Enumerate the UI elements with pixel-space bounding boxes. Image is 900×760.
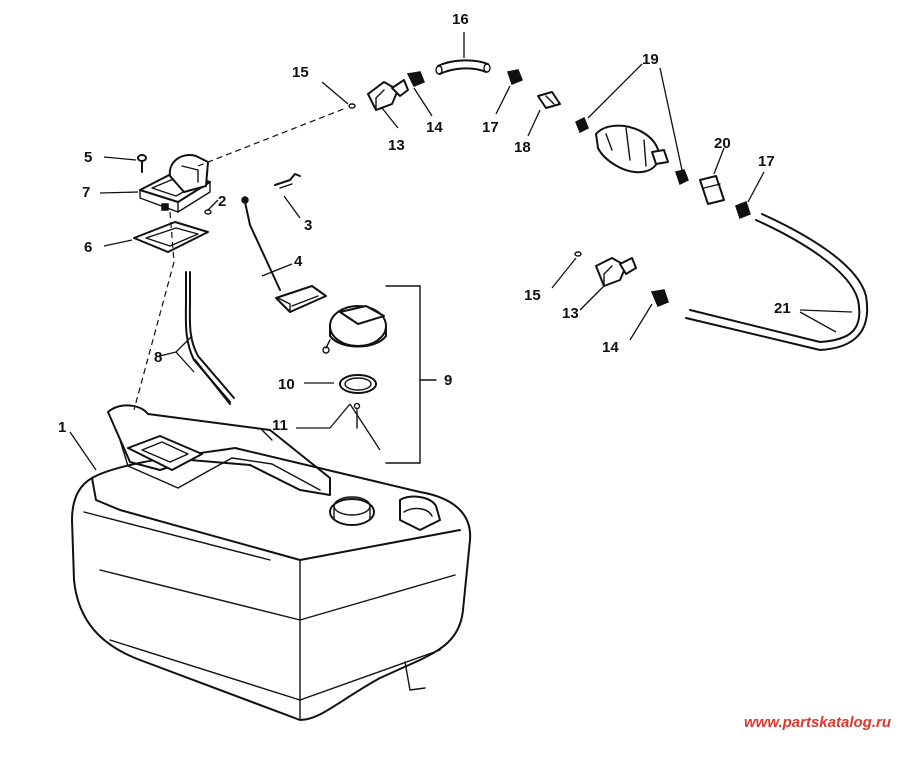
callout-8: 8 (154, 349, 162, 366)
callout-11: 11 (272, 417, 288, 434)
hose-21 (685, 213, 869, 351)
fitting-18 (537, 91, 561, 109)
fuel-gauge (241, 196, 327, 313)
callout-14-top: 14 (426, 119, 443, 136)
assembly-line-connector (197, 107, 347, 167)
callout-10: 10 (278, 376, 295, 393)
clamp-14-top (406, 71, 425, 87)
callout-1: 1 (58, 419, 66, 436)
screw (137, 154, 147, 173)
callout-15-top: 15 (292, 64, 309, 81)
gasket (133, 221, 209, 253)
callout-15-lower: 15 (524, 287, 541, 304)
callout-13-top: 13 (388, 137, 405, 154)
callout-18: 18 (514, 139, 531, 156)
callout-21: 21 (774, 300, 791, 317)
connector-13-lower (595, 257, 637, 287)
callout-2: 2 (218, 193, 226, 210)
callout-17-top: 17 (482, 119, 499, 136)
assembly-line-gasket (133, 261, 175, 411)
assembly-line-housing (169, 211, 175, 263)
o-ring-15-top (348, 103, 356, 109)
callout-6: 6 (84, 239, 92, 256)
connector-housing (139, 154, 211, 213)
cap-keeper (353, 402, 361, 429)
fuel-tank (71, 404, 472, 721)
clamp-14-lower (650, 289, 669, 307)
callout-9: 9 (444, 372, 452, 389)
callout-5: 5 (84, 149, 92, 166)
primer-bulb-19 (575, 116, 689, 186)
callout-14-lower: 14 (602, 339, 619, 356)
callout-16: 16 (452, 11, 469, 28)
leader-lines (69, 32, 853, 471)
watermark-text: www.partskatalog.ru (744, 714, 891, 731)
callout-4: 4 (294, 253, 303, 270)
connector-13-top (367, 79, 409, 111)
spring-clip (274, 173, 301, 189)
filler-cap (322, 305, 387, 354)
pickup-tube (184, 271, 235, 405)
o-ring-15-lower (574, 251, 582, 257)
hose-16 (435, 59, 491, 75)
callout-19: 19 (642, 51, 659, 68)
callout-20: 20 (714, 135, 731, 152)
o-ring-small (204, 209, 212, 215)
filler-o-ring (339, 374, 377, 394)
clamp-17-top (507, 69, 523, 85)
callout-3: 3 (304, 217, 312, 234)
callout-17-right: 17 (758, 153, 775, 170)
callout-13-lower: 13 (562, 305, 579, 322)
fitting-20 (699, 175, 725, 205)
callout-7: 7 (82, 184, 90, 201)
clamp-17-right (735, 201, 751, 219)
